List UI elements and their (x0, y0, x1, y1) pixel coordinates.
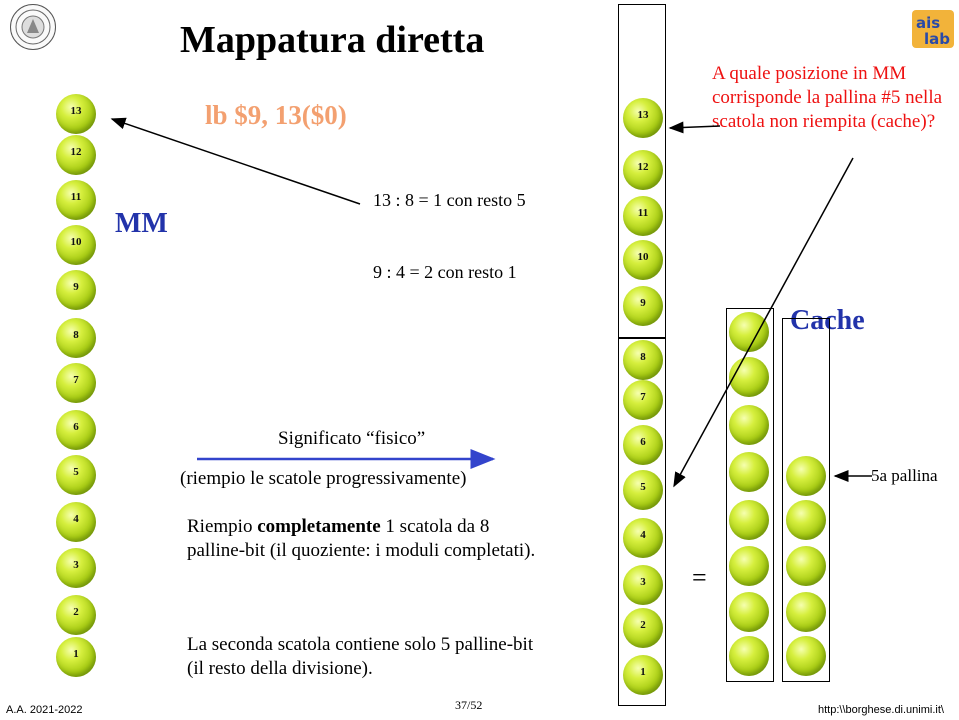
tennis-ball: 8 (56, 318, 96, 358)
ball-number: 10 (637, 251, 649, 263)
paragraph-1-bold: completamente (257, 516, 381, 537)
cache-box-full (726, 308, 774, 682)
ball-number: 13 (637, 109, 649, 121)
arrow-to-ball-5 (673, 157, 854, 488)
aislab-icon: ais lab (912, 10, 954, 48)
arrow-to-left-13 (110, 117, 361, 205)
tennis-ball: 9 (623, 286, 663, 326)
university-seal-logo (10, 4, 56, 50)
tennis-ball: 5 (56, 455, 96, 495)
tennis-ball (729, 452, 769, 492)
instruction-text: lb $9, 13($0) (205, 100, 347, 130)
tennis-ball: 10 (623, 240, 663, 280)
ball-number: 7 (640, 391, 646, 403)
ball-number: 6 (73, 421, 79, 433)
tennis-ball: 3 (623, 565, 663, 605)
tennis-ball (729, 357, 769, 397)
tennis-ball: 8 (623, 340, 663, 380)
ball-number: 10 (70, 236, 82, 248)
tennis-ball (729, 312, 769, 352)
paragraph-2: La seconda scatola contiene solo 5 palli… (187, 634, 534, 679)
ball-number: 4 (640, 529, 646, 541)
tennis-ball: 9 (56, 270, 96, 310)
mm-box-upper (618, 4, 666, 338)
slide-title: Mappatura diretta (180, 19, 485, 61)
tennis-ball: 11 (623, 196, 663, 236)
paragraph-1-post: 1 scatola da 8 palline-bit (il quoziente… (187, 516, 536, 561)
ball-number: 11 (70, 191, 82, 203)
ball-number: 2 (640, 619, 646, 631)
cache-label: Cache (790, 305, 865, 336)
tennis-ball: 1 (623, 655, 663, 695)
tennis-ball: 11 (56, 180, 96, 220)
svg-text:ais: ais (916, 14, 940, 32)
significato-text: Significato “fisico” (278, 428, 426, 449)
tennis-ball: 2 (56, 595, 96, 635)
footer-page-number: 37/52 (455, 698, 483, 712)
tennis-ball: 12 (56, 135, 96, 175)
arrow-to-right-13 (668, 121, 721, 134)
tennis-ball: 5 (623, 470, 663, 510)
tennis-ball: 6 (623, 425, 663, 465)
tennis-ball: 1 (56, 637, 96, 677)
tennis-ball: 2 (623, 608, 663, 648)
tennis-ball (729, 592, 769, 632)
calc-line-1: 13 : 8 = 1 con resto 5 (373, 190, 526, 210)
ball-number: 13 (70, 105, 82, 117)
ball-number: 9 (640, 297, 646, 309)
ball-number: 4 (73, 513, 79, 525)
tennis-ball (786, 456, 826, 496)
ball-number: 2 (73, 606, 79, 618)
ball-number: 8 (73, 329, 79, 341)
tennis-ball (729, 405, 769, 445)
ball-number: 8 (640, 351, 646, 363)
tennis-ball: 10 (56, 225, 96, 265)
tennis-ball (729, 546, 769, 586)
riempio-text: (riempio le scatole progressivamente) (180, 468, 467, 489)
mm-box-lower (618, 338, 666, 706)
equals-sign: = (692, 563, 707, 592)
ball-number: 7 (73, 374, 79, 386)
svg-text:lab: lab (924, 30, 950, 48)
ball-number: 6 (640, 436, 646, 448)
question-text: A quale posizione in MM corrisponde la p… (712, 63, 943, 132)
tennis-ball: 3 (56, 548, 96, 588)
ball-number: 3 (73, 559, 79, 571)
paragraph-1-pre: Riempio (187, 516, 258, 537)
tennis-ball (786, 592, 826, 632)
tennis-ball (729, 500, 769, 540)
tennis-ball (786, 500, 826, 540)
seal-icon (15, 9, 51, 45)
cache-box-partial (782, 318, 830, 682)
tennis-ball: 12 (623, 150, 663, 190)
ball-number: 1 (73, 648, 79, 660)
mm-label: MM (115, 208, 168, 239)
ball-number: 9 (73, 281, 79, 293)
tennis-ball: 6 (56, 410, 96, 450)
tennis-ball: 13 (623, 98, 663, 138)
ball-number: 12 (637, 161, 649, 173)
calc-line-2: 9 : 4 = 2 con resto 1 (373, 262, 517, 282)
tennis-ball: 7 (56, 363, 96, 403)
ball-number: 12 (70, 146, 82, 158)
ball-number: 1 (640, 666, 646, 678)
tennis-ball: 7 (623, 380, 663, 420)
aislab-logo: ais lab (910, 6, 956, 52)
paragraph-1: Riempio completamente 1 scatola da 8 pal… (187, 515, 547, 563)
ball-number: 5 (640, 481, 646, 493)
tennis-ball: 4 (56, 502, 96, 542)
tennis-ball: 13 (56, 94, 96, 134)
footer-url: http:\\borghese.di.unimi.it\ (818, 704, 944, 716)
tennis-ball (786, 636, 826, 676)
tennis-ball (786, 546, 826, 586)
fifth-ball-label: 5a pallina (871, 466, 938, 485)
footer-academic-year: A.A. 2021-2022 (6, 704, 83, 716)
tennis-ball (729, 636, 769, 676)
ball-number: 5 (73, 466, 79, 478)
tennis-ball: 4 (623, 518, 663, 558)
ball-number: 3 (640, 576, 646, 588)
ball-number: 11 (637, 207, 649, 219)
